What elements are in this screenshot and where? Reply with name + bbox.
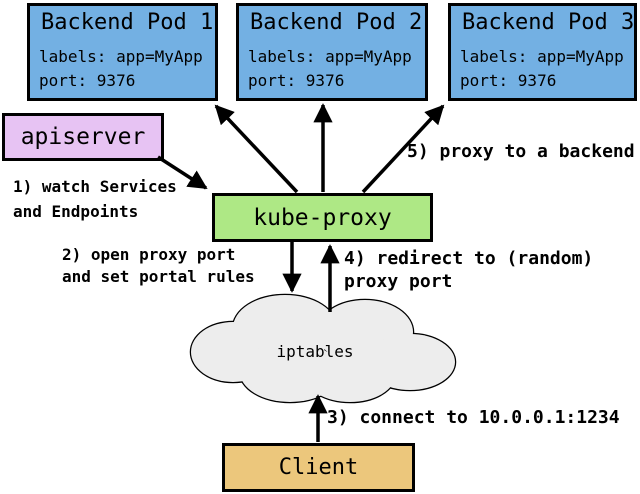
step-5-proxy-backend-label: 5) proxy to a backend	[407, 141, 635, 162]
backend-pod-1-port: port: 9376	[39, 71, 136, 90]
backend-pod-1-labels: labels: app=MyApp	[39, 47, 203, 66]
step-3-connect-label: 3) connect to 10.0.0.1:1234	[327, 407, 620, 428]
arrow-kube-proxy-to-pod1-icon	[214, 104, 299, 194]
kube-proxy-label: kube-proxy	[253, 204, 392, 231]
step-2-open-proxy-port-label: 2) open proxy port and set portal rules	[62, 245, 255, 286]
backend-pod-2-box: Backend Pod 2 labels: app=MyApp port: 93…	[236, 3, 428, 101]
apiserver-box: apiserver	[2, 113, 164, 161]
backend-pod-3-port: port: 9376	[460, 71, 557, 90]
step-1-watch-services-label: 1) watch Services and Endpoints	[13, 177, 177, 221]
backend-pod-3-title: Backend Pod 3	[462, 10, 635, 35]
backend-pod-2-labels: labels: app=MyApp	[248, 47, 412, 66]
client-box: Client	[222, 443, 415, 492]
step-4-redirect-label: 4) redirect to (random) proxy port	[344, 248, 594, 292]
apiserver-label: apiserver	[20, 124, 146, 150]
kube-proxy-box: kube-proxy	[212, 193, 433, 242]
backend-pod-2-title: Backend Pod 2	[250, 10, 423, 35]
backend-pod-3-box: Backend Pod 3 labels: app=MyApp port: 93…	[448, 3, 637, 101]
iptables-label: iptables	[276, 342, 354, 361]
client-label: Client	[278, 455, 359, 480]
iptables-cloud-shape	[189, 293, 457, 404]
backend-pod-2-port: port: 9376	[248, 71, 345, 90]
backend-pod-3-labels: labels: app=MyApp	[460, 47, 624, 66]
backend-pod-1-box: Backend Pod 1 labels: app=MyApp port: 93…	[27, 3, 218, 101]
backend-pod-1-title: Backend Pod 1	[41, 10, 214, 35]
